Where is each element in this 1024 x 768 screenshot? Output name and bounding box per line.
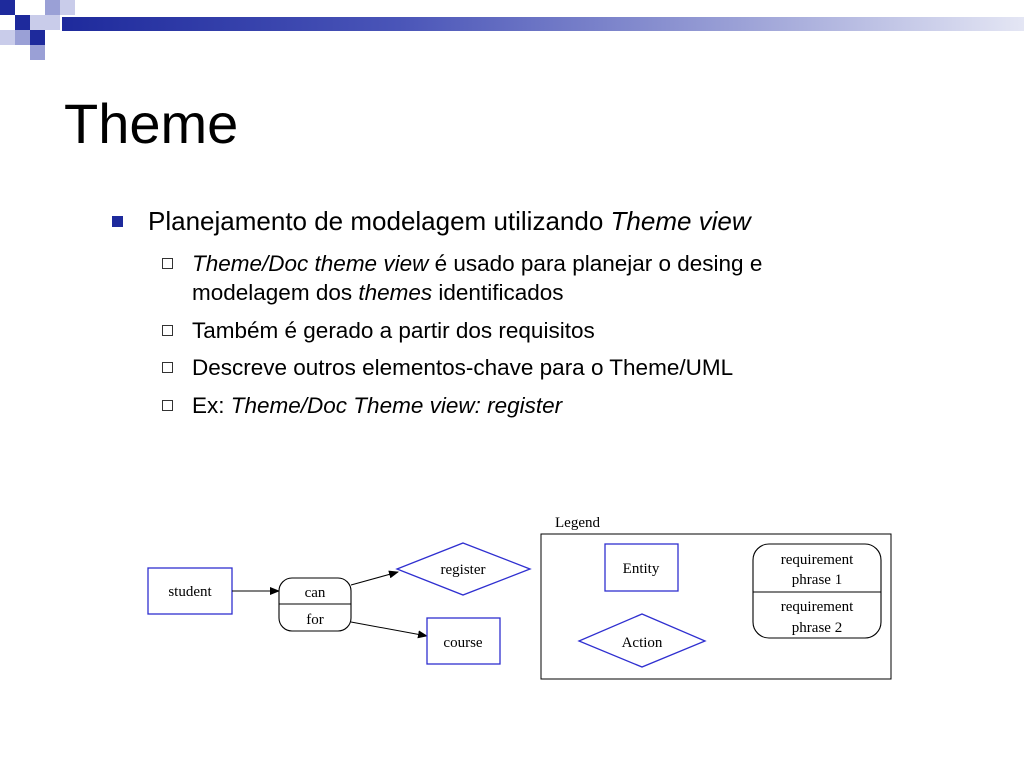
- deco-square: [15, 30, 30, 45]
- register-action: [395, 542, 532, 596]
- sub-bullet-italic: themes: [358, 280, 433, 305]
- slide-title: Theme: [64, 92, 239, 155]
- header-gradient-bar: [62, 17, 1024, 31]
- register-label: register: [441, 562, 486, 578]
- deco-square: [30, 15, 45, 30]
- bullet-square-hollow: [162, 258, 173, 269]
- sub-bullet-descreve: Descreve outros elementos-chave para o T…: [192, 355, 734, 380]
- legend-action: [577, 613, 707, 668]
- sub-bullet-gerado: Também é gerado a partir dos requisitos: [192, 318, 595, 343]
- arrow-to-register: [350, 570, 399, 586]
- sub-bullet-text: modelagem dos: [192, 280, 359, 305]
- student-label: student: [168, 584, 212, 600]
- deco-square: [15, 15, 30, 30]
- legend-entity: [604, 543, 679, 592]
- sub-bullet-italic: Theme/Doc theme view: [192, 251, 429, 276]
- deco-square: [45, 15, 60, 30]
- bullet-square-hollow: [162, 325, 173, 336]
- sub-bullet-text: identificados: [432, 280, 564, 305]
- sub-bullet-text: é usado para planejar o desing e: [428, 251, 763, 276]
- course-entity: [426, 617, 501, 665]
- legend-entity-label: Entity: [623, 561, 660, 577]
- bullet-square-hollow: [162, 400, 173, 411]
- legend-action-label: Action: [622, 635, 663, 651]
- req1-line1: requirement: [781, 552, 854, 568]
- sub-bullet-italic: Theme/Doc Theme view: register: [230, 393, 563, 418]
- legend-title: Legend: [555, 515, 600, 531]
- bullet-square-hollow: [162, 362, 173, 373]
- bullet-planejamento: Planejamento de modelagem utilizando The…: [148, 206, 751, 236]
- deco-square: [30, 30, 45, 45]
- arrow-to-course: [350, 621, 428, 639]
- sub-bullet-theme-doc: Theme/Doc theme view é usado para planej…: [192, 249, 762, 307]
- sub-bullet-ex: Ex: Theme/Doc Theme view: register: [192, 391, 562, 420]
- bullet-text: Planejamento de modelagem utilizando: [148, 206, 611, 236]
- course-label: course: [443, 635, 482, 651]
- can-label: can: [305, 585, 326, 601]
- deco-square: [0, 30, 15, 45]
- deco-square: [45, 0, 60, 15]
- legend-requirement: [752, 543, 882, 639]
- for-label: for: [306, 612, 324, 628]
- deco-square: [0, 0, 15, 15]
- req2-line1: requirement: [781, 599, 854, 615]
- req1-line2: phrase 1: [792, 572, 842, 588]
- deco-square: [60, 0, 75, 15]
- header-decoration: [0, 0, 1024, 62]
- deco-square: [30, 45, 45, 60]
- sub-bullet-text: Ex:: [192, 393, 231, 418]
- bullet-square-filled: [112, 216, 123, 227]
- req2-line2: phrase 2: [792, 620, 842, 636]
- bullet-italic: Theme view: [610, 206, 751, 236]
